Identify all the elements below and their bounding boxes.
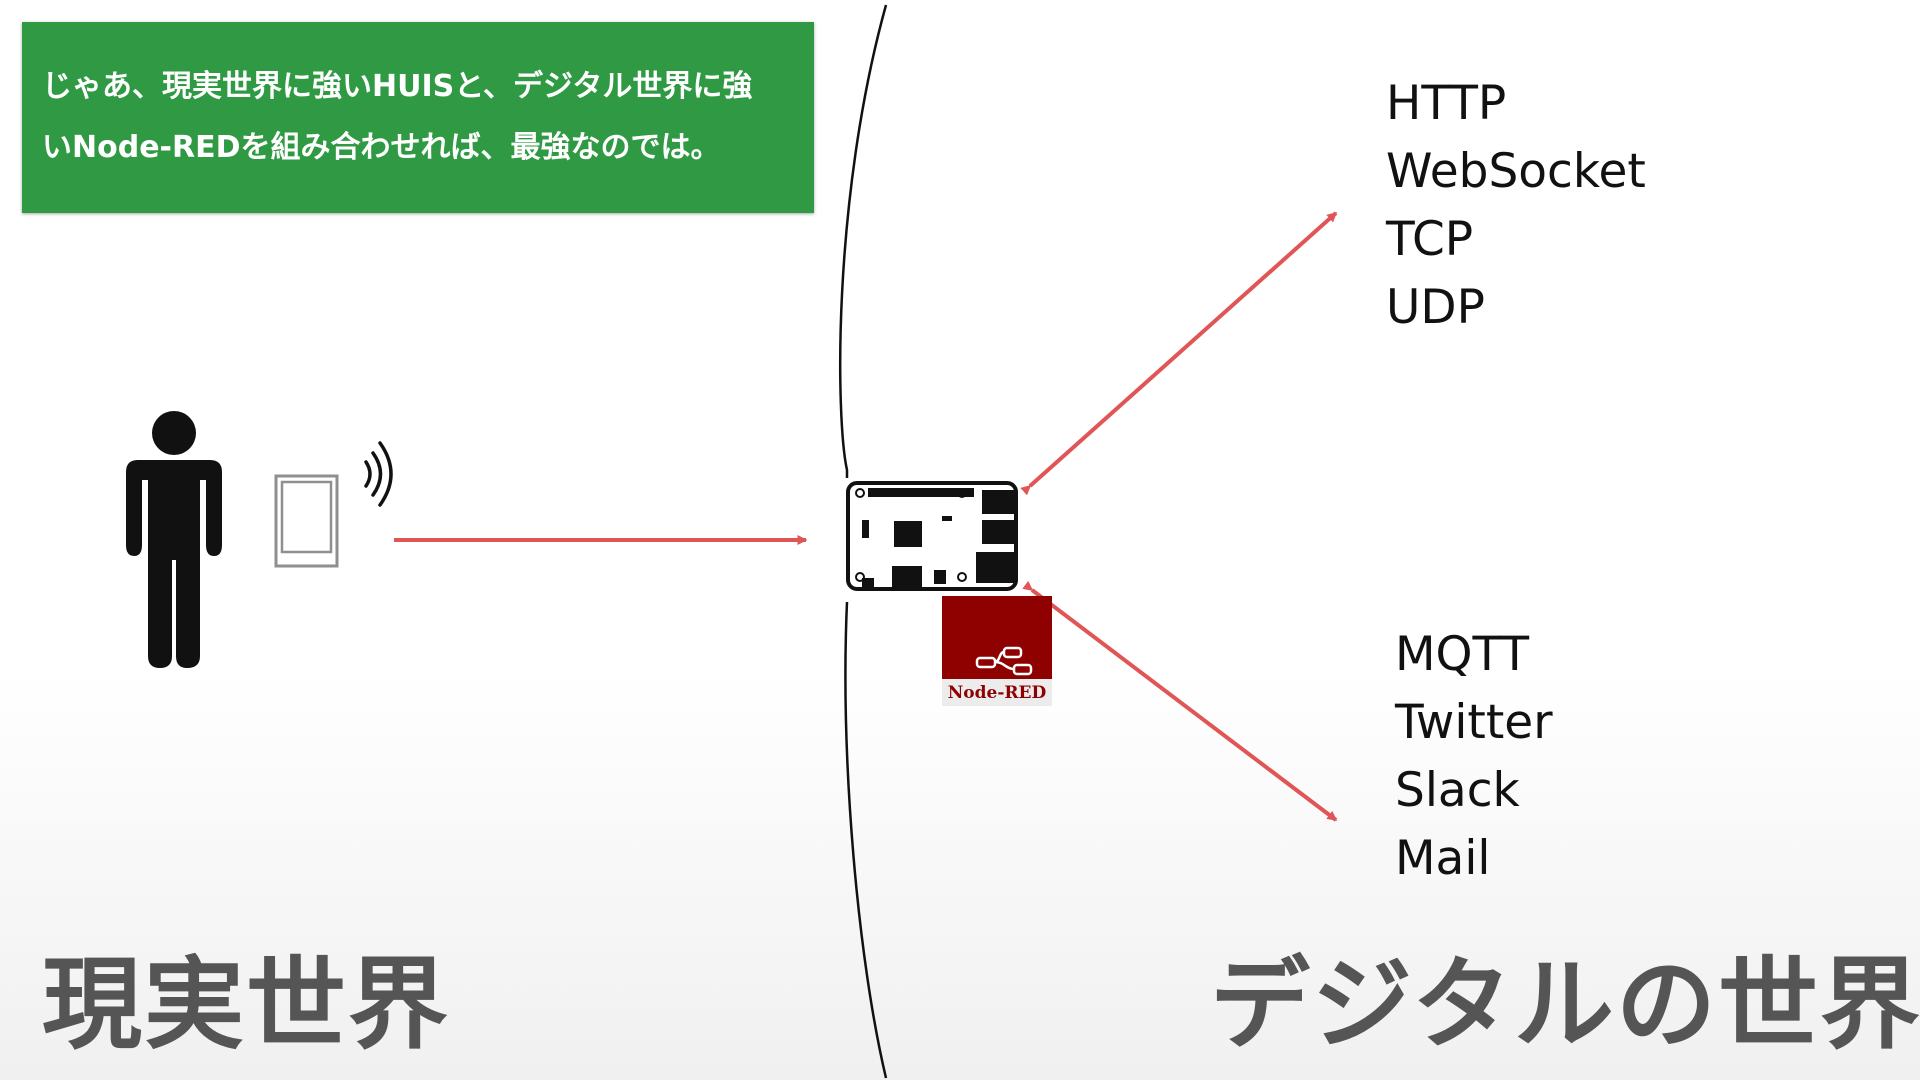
raspberry-pi-icon — [846, 481, 1018, 591]
protocol-tcp: TCP — [1386, 212, 1474, 267]
callout-line-2: いNode-REDを組み合わせれば、最強なのでは。 — [42, 130, 721, 165]
node-red-logo-icon: Node-RED — [942, 596, 1052, 706]
person-icon — [126, 411, 222, 668]
protocol-udp: UDP — [1386, 280, 1485, 335]
protocol-websocket: WebSocket — [1386, 144, 1646, 199]
wireless-signal-icon — [364, 441, 393, 507]
protocol-list-top: HTTP WebSocket TCP UDP — [1386, 70, 1646, 342]
node-red-label: Node-RED — [947, 683, 1047, 703]
protocol-mqtt: MQTT — [1395, 627, 1530, 682]
callout-box: じゃあ、現実世界に強いHUISと、デジタル世界に強 いNode-REDを組み合わ… — [22, 22, 814, 213]
huis-remote-icon — [274, 474, 339, 568]
node-red-flow-icon — [975, 646, 1033, 676]
protocol-slack: Slack — [1395, 763, 1520, 818]
arrow-node-red-top-protocols — [1020, 211, 1338, 496]
protocol-twitter: Twitter — [1395, 695, 1553, 750]
protocol-list-bottom: MQTT Twitter Slack Mail — [1395, 621, 1553, 893]
protocol-mail: Mail — [1395, 831, 1491, 886]
real-world-label: 現実世界 — [42, 946, 450, 1063]
digital-world-label: デジタルの世界 — [1210, 946, 1920, 1063]
protocol-http: HTTP — [1386, 76, 1507, 131]
callout-line-1: じゃあ、現実世界に強いHUISと、デジタル世界に強 — [42, 69, 753, 104]
arrow-node-red-bottom-protocols — [1022, 580, 1338, 822]
